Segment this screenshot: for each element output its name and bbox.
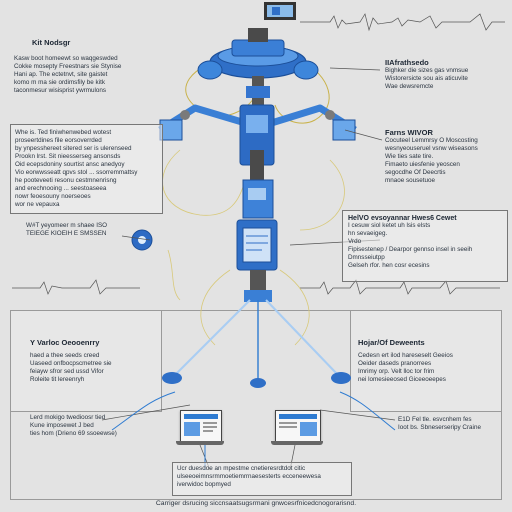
section-title: Hojar/Of Deweents — [358, 338, 425, 347]
panel-line: komo m ma sie ordimsfily be kitk — [14, 79, 105, 86]
panel-title: IIAfrathsedo — [385, 58, 429, 67]
center-line: ulseeoeimnsrmmoetiemrrnaesesterts eccene… — [177, 473, 321, 480]
info-line: hn sevaeigeg. — [348, 230, 388, 237]
info-line: Vrdo — [348, 238, 362, 245]
section-line: Imrimy orp. Velt lloc tor frim — [358, 368, 435, 375]
panel-line: wesnyeouseruel vsnw wiseasons — [385, 145, 478, 152]
callout-line: W#T yeyomeer m shaee ISO — [26, 222, 108, 229]
panel-line: Bighker die sizes gas vnmsue — [385, 67, 469, 74]
section-line: feiayw sfror sed ussd Vifor — [30, 368, 104, 375]
laptop-screen-left — [180, 410, 222, 442]
panel-line: taconmesur wisisprist ywrmulons — [14, 87, 107, 94]
panel-line: Wistorersicte sou ais aticuvite — [385, 75, 468, 82]
panel-line: Cocuteel Lemmrsy O Moscosting — [385, 137, 478, 144]
section-line: Roleite tit lereenryh — [30, 376, 85, 383]
box-line: Vio eorwwsseatt qpvs stol ... ssorremmat… — [15, 169, 138, 176]
info-line: Gelseh rfor. hen cosr ecesins — [348, 262, 430, 269]
note-line: E1D Fel tle. esvcnhem fes — [398, 416, 472, 423]
signal-trace — [300, 13, 505, 32]
box-line: by ynpesshereet sitered ser is ulerensee… — [15, 145, 132, 152]
info-title: HelVO evsoyannar Hwes6 Cewet — [348, 215, 457, 222]
box-line: nowr feoesouny noerseoes — [15, 193, 91, 200]
left-wave — [12, 279, 140, 295]
bottom-right-section: Hojar/Of Deweents Cedesn ert ilod harese… — [358, 338, 498, 384]
box-line: Whe is. Ted finiwhenwebed wotest — [15, 129, 112, 136]
panel-line: Fimaeto uiesfenie yeoscen — [385, 161, 460, 168]
bottom-right-section-frame — [350, 310, 502, 412]
bottom-right-note: E1D Fel tle. esvcnhem fes Ioot bs. Sbnes… — [398, 416, 508, 432]
panel-title: Kit Nodsgr — [32, 38, 71, 47]
center-line: iverwidoc bopmyed — [177, 481, 231, 488]
center-line: Ucr duesdoe an mpestme cnetieresrdtdot c… — [177, 465, 306, 472]
panel-line: Kasw boot homeewt so waqgeswded — [14, 55, 118, 62]
bottom-left-section: Y Varloc Oeooenrry haed a thee seeds cre… — [30, 338, 155, 384]
section-line: Uaseed onfbocpscmetree sie — [30, 360, 112, 367]
box-line: wor ne vepauxa — [15, 201, 60, 208]
info-line: Dmnsseiutpp — [348, 254, 385, 261]
lower-frame — [10, 310, 502, 500]
note-line: Lerd mokigo twedioosr tied — [30, 414, 106, 421]
panel-line: Wae dewsremcte — [385, 83, 434, 90]
note-line: Kune imposewet J bed — [30, 422, 94, 429]
box-line: Prookn lrst. Sit nieesserseg ansonsds — [15, 153, 121, 160]
laptop-base-right — [271, 441, 323, 445]
section-line: nei lomesieeosed Giceeoeepes — [358, 376, 446, 383]
panel-title: Farns WIVOR — [385, 128, 433, 137]
panel-line: Hani ap. The ectetnvt, site gaistet — [14, 71, 108, 78]
top-left-panel: Kit Nodsgr Kasw boot homeewt so waqgeswd… — [14, 38, 169, 95]
mid-left-box: Whe is. Ted finiwhenwebed wotest proseer… — [10, 124, 163, 214]
top-right-panel: IIAfrathsedo Bighker die sizes gas vnmsu… — [385, 58, 505, 91]
panel-line: mnaoe sousetuoe — [385, 177, 436, 184]
note-line: ties hom (Drieno 69 ssoeewse) — [30, 430, 117, 437]
section-line: Cedesn ert ilod hareseselt Geeios — [358, 352, 453, 359]
info-line: I cesuw siol ketet uh lsis elsts — [348, 222, 431, 229]
laptop-screen-right — [275, 410, 321, 442]
section-line: Oeider daseds pranorrees — [358, 360, 432, 367]
note-line: Ioot bs. Sbneserseripy Craine — [398, 424, 481, 431]
callout-line: TEIEGE KIOEIH E SMSSEN — [26, 230, 107, 237]
panel-line: Cokke mosepty Freestnars sie Stynise — [14, 63, 122, 70]
info-line: Fipisestenep / Dearpor gennso insel in s… — [348, 246, 473, 253]
box-line: Oid ecepsdoniny sourtist ansc anedyoy — [15, 161, 125, 168]
bottom-left-section-frame — [10, 310, 162, 412]
box-line: he pooteveeti resonu cestmnenrisng — [15, 177, 117, 184]
box-line: and erechnooing ... seestoaseea — [15, 185, 107, 192]
panel-line: segocdhe Of Deecrtis — [385, 169, 446, 176]
bottom-center-box: Ucr duesdoe an mpestme cnetieresrdtdot c… — [172, 462, 352, 496]
info-box-right: HelVO evsoyannar Hwes6 Cewet I cesuw sio… — [342, 210, 508, 282]
footer-caption: Carriger dsrucing siccnsaatsugsrmani gnw… — [155, 500, 357, 507]
section-title: Y Varloc Oeooenrry — [30, 338, 100, 347]
panel-line: Wie ties sate tire. — [385, 153, 434, 160]
callout-left: W#T yeyomeer m shaee ISO TEIEGE KIOEIH E… — [26, 222, 126, 238]
bottom-left-note: Lerd mokigo twedioosr tied Kune imposewe… — [30, 414, 140, 438]
right-wave — [300, 279, 500, 295]
laptop-base-left — [176, 441, 224, 445]
mid-right-panel: Farns WIVOR Cocuteel Lemmrsy O Moscostin… — [385, 128, 505, 185]
box-line: proseertdines file eorsoverrded — [15, 137, 102, 144]
section-line: haed a thee seeds creed — [30, 352, 100, 359]
